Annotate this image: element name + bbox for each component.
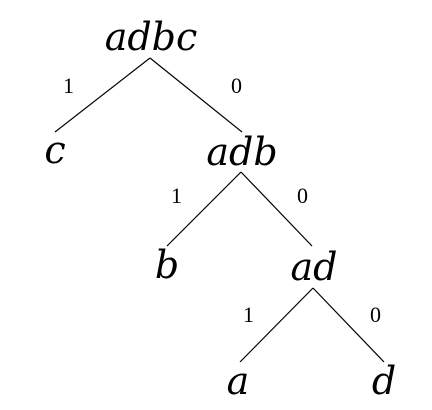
- edge-ad-to-d: [312, 287, 385, 363]
- edge-root-to-adb: [149, 57, 243, 133]
- edge-ad-to-a: [239, 287, 314, 363]
- edge-label-root-to-c: 1: [63, 73, 74, 98]
- node-b: b: [155, 243, 179, 287]
- node-a: a: [227, 359, 250, 403]
- edge-label-root-to-adb: 0: [231, 73, 242, 98]
- edge-label-ad-to-a: 1: [243, 302, 254, 327]
- node-adb: adb: [206, 130, 277, 174]
- edge-label-ad-to-d: 0: [370, 302, 381, 327]
- edge-adb-to-ad: [240, 171, 313, 247]
- edge-root-to-c: [54, 57, 151, 133]
- node-c: c: [44, 128, 65, 172]
- edge-label-adb-to-b: 1: [171, 183, 182, 208]
- node-ad: ad: [291, 245, 338, 289]
- edge-adb-to-b: [166, 171, 242, 247]
- node-root-adbc: adbc: [105, 15, 198, 59]
- edge-label-adb-to-ad: 0: [297, 183, 308, 208]
- node-d: d: [372, 359, 396, 403]
